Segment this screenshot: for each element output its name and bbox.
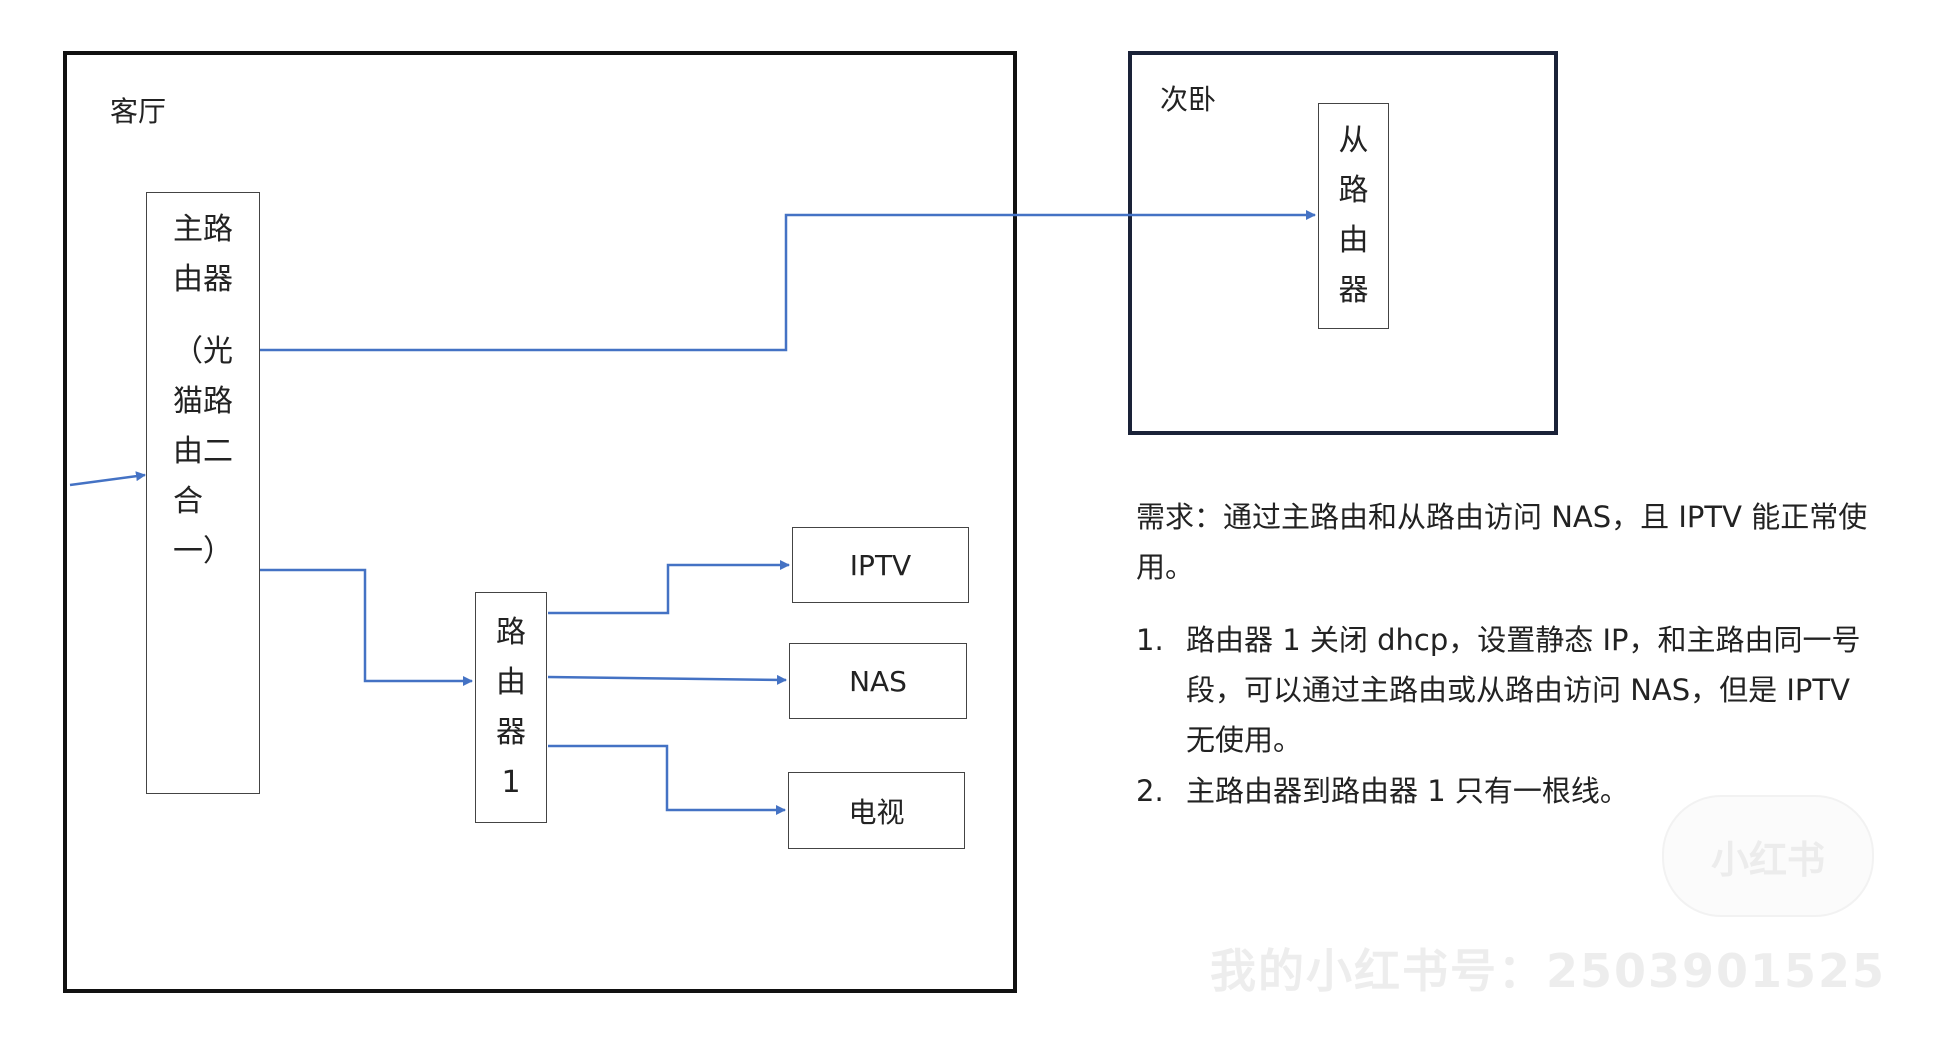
router1-box: 路 由 器 1: [475, 592, 547, 823]
wire-main-to-router1: [260, 568, 473, 686]
wire-router1-to-nas: [547, 674, 787, 685]
wire-main-to-slave: [260, 210, 1316, 352]
slave-router-label: 从 路 由 器: [1338, 123, 1369, 308]
note-2-text: 主路由器到路由器 1 只有一根线。: [1186, 774, 1629, 808]
iptv-label: IPTV: [849, 548, 912, 582]
note-1-number: 1.: [1136, 623, 1164, 657]
watermark-logo: 小红书: [1662, 795, 1874, 917]
tv-box: 电视: [788, 772, 965, 849]
watermark-account: 我的小红书号：2503901525: [1210, 944, 1887, 998]
incoming-wire: [69, 471, 146, 487]
requirement-line-2: 用。: [1136, 550, 1195, 584]
second-bedroom-label: 次卧: [1160, 83, 1217, 116]
requirement-text: 需求：通过主路由和从路由访问 NAS，且 IPTV 能正常使 用。: [1136, 492, 1867, 592]
nas-box: NAS: [789, 643, 967, 719]
wire-router1-to-iptv: [548, 560, 790, 615]
note-2-number: 2.: [1136, 774, 1164, 808]
router1-label: 路 由 器 1: [496, 614, 526, 800]
note-1-text: 路由器 1 关闭 dhcp，设置静态 IP，和主路由同一号 段，可以通过主路由或…: [1186, 623, 1861, 757]
tv-label: 电视: [848, 795, 905, 829]
main-router-box: 主路 由器 （光 猫路 由二 合 一）: [146, 192, 260, 794]
living-room-label: 客厅: [110, 95, 167, 128]
nas-label: NAS: [849, 664, 907, 698]
requirement-line-1: 需求：通过主路由和从路由访问 NAS，且 IPTV 能正常使: [1136, 500, 1868, 534]
iptv-box: IPTV: [792, 527, 969, 603]
main-router-label: 主路 由器 （光 猫路 由二 合 一）: [173, 212, 233, 569]
wire-router1-to-tv: [548, 744, 786, 815]
slave-router-box: 从 路 由 器: [1318, 103, 1389, 329]
